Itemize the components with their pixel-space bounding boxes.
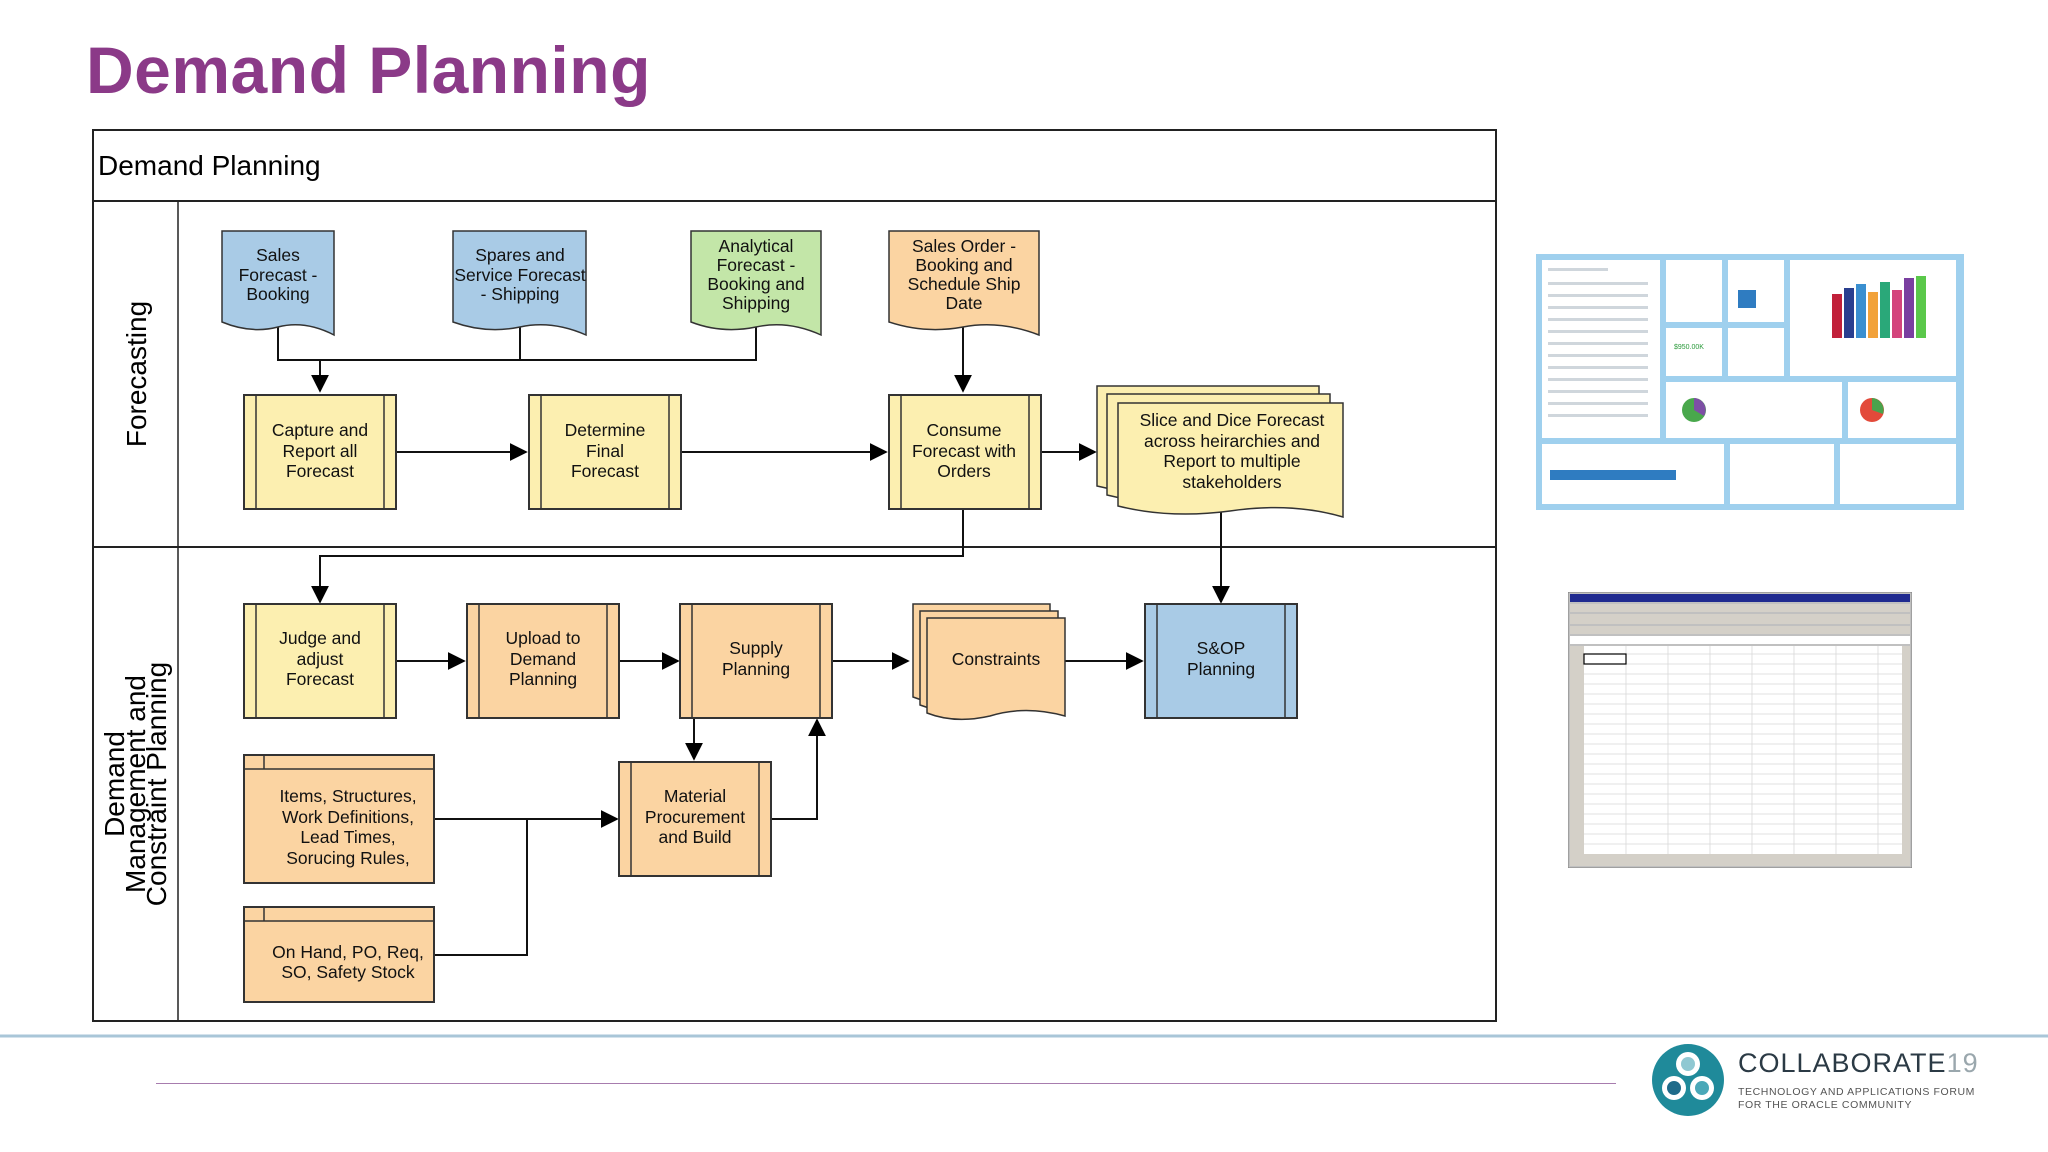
node-text-line: S&OP: [1197, 638, 1246, 658]
spreadsheet-screenshot-thumbnail: [1568, 592, 1912, 868]
node-text-line: Forecast -: [717, 255, 796, 275]
lane-label-demand-line-2: Management and: [120, 675, 151, 893]
node-slice-dice: Slice and Dice Forecast across heirarchi…: [1096, 385, 1344, 519]
logo-brand-number: 19: [1946, 1048, 1979, 1078]
node-material-procurement: Material Procurement and Build: [618, 761, 772, 877]
footer-divider: [0, 1034, 2048, 1084]
lane-label-forecasting: Forecasting: [121, 301, 152, 447]
node-text-line: Consume: [927, 420, 1002, 440]
node-text-line: Determine: [565, 420, 646, 440]
node-text-line: adjust: [297, 649, 344, 669]
node-text-line: Booking and: [707, 274, 804, 294]
node-text-line: Report to multiple: [1163, 451, 1300, 471]
node-text-line: and Build: [659, 827, 732, 847]
node-sales-order: Sales Order - Booking and Schedule Ship …: [888, 230, 1040, 337]
node-text-line: Orders: [937, 461, 991, 481]
logo-brand: COLLABORATE: [1738, 1048, 1947, 1078]
pool-title: Demand Planning: [98, 150, 321, 181]
node-text-line: Forecast: [286, 461, 354, 481]
node-items-structures: Items, Structures, Work Definitions, Lea…: [243, 754, 435, 884]
lane-label-demand-line-3: Constraint Planning: [141, 662, 172, 906]
node-analytical-forecast: Analytical Forecast - Booking and Shippi…: [690, 230, 822, 337]
node-text-line: SO, Safety Stock: [281, 962, 414, 982]
node-on-hand: On Hand, PO, Req, SO, Safety Stock: [243, 906, 435, 1003]
node-text-line: Schedule Ship: [908, 274, 1021, 294]
node-text-line: Material: [664, 786, 726, 806]
node-text-line: Planning: [1187, 659, 1255, 679]
node-text-line: Slice and Dice Forecast: [1140, 410, 1325, 430]
node-text-line: Planning: [722, 659, 790, 679]
node-text-line: Demand: [510, 649, 576, 669]
node-text-line: Work Definitions,: [282, 807, 414, 827]
node-capture-report: Capture and Report all Forecast: [243, 394, 397, 510]
node-text-line: Forecast -: [239, 265, 318, 285]
slide-title: Demand Planning: [86, 33, 651, 107]
node-sales-forecast: Sales Forecast - Booking: [221, 230, 335, 337]
node-text-line: Booking and: [915, 255, 1012, 275]
node-text-line: Judge and: [279, 628, 361, 648]
node-text-line: Supply: [729, 638, 783, 658]
node-text-line: Constraints: [952, 649, 1041, 669]
dashboard-screenshot-thumbnail: $950.00K: [1536, 254, 1964, 510]
node-text-line: Lead Times,: [300, 827, 395, 847]
node-sop-planning: S&OP Planning: [1144, 603, 1298, 719]
node-text-line: Upload to: [506, 628, 581, 648]
node-spares-forecast: Spares and Service Forecast - Shipping: [452, 230, 587, 337]
node-upload-demand: Upload to Demand Planning: [466, 603, 620, 719]
node-text-line: Forecast with: [912, 441, 1016, 461]
node-text-line: Booking: [246, 284, 309, 304]
connector-analytical-forecast: [520, 327, 757, 361]
node-text-line: Procurement: [645, 807, 745, 827]
node-text-line: Analytical: [719, 236, 794, 256]
node-text-line: across heirarchies and: [1144, 431, 1320, 451]
node-text-line: Forecast: [571, 461, 639, 481]
connector-onhand-to-material: [434, 819, 528, 956]
node-constraints: Constraints: [912, 603, 1066, 721]
connector-consume-to-judge: [311, 509, 964, 604]
collaborate-logo-icon: [1652, 1044, 1724, 1116]
connector-sales-forecast: [277, 327, 329, 393]
node-text-line: Service Forecast: [454, 265, 585, 285]
node-text-line: Final: [586, 441, 624, 461]
node-text-line: Forecast: [286, 669, 354, 689]
node-consume-forecast: Consume Forecast with Orders: [888, 394, 1042, 510]
lane-label-demand-line-1: Demand: [99, 731, 130, 837]
node-text-line: Capture and: [272, 420, 368, 440]
logo-tagline-1: TECHNOLOGY AND APPLICATIONS FORUM: [1738, 1086, 1976, 1098]
node-supply-planning: Supply Planning: [679, 603, 833, 719]
node-text-line: Date: [946, 293, 983, 313]
node-text-line: - Shipping: [481, 284, 560, 304]
node-judge-adjust: Judge and adjust Forecast: [243, 603, 397, 719]
node-text-line: Report all: [283, 441, 358, 461]
node-text-line: stakeholders: [1182, 472, 1281, 492]
node-text-line: Items, Structures,: [279, 786, 416, 806]
svg-text:$950.00K: $950.00K: [1674, 344, 1704, 351]
node-text-line: On Hand, PO, Req,: [272, 942, 424, 962]
node-text-line: Sales: [256, 245, 300, 265]
node-text-line: Shipping: [722, 293, 790, 313]
node-text-line: Spares and: [475, 245, 565, 265]
collaborate-logo: COLLABORATE19 TECHNOLOGY AND APPLICATION…: [1648, 1040, 2008, 1120]
node-text-line: Sorucing Rules,: [286, 848, 410, 868]
connector-material-to-supply: [771, 718, 826, 820]
node-text-line: Sales Order -: [912, 236, 1016, 256]
logo-tagline-2: FOR THE ORACLE COMMUNITY: [1738, 1099, 1913, 1111]
node-text-line: Planning: [509, 669, 577, 689]
connectors: [277, 327, 1230, 956]
node-determine-final: Determine Final Forecast: [528, 394, 682, 510]
